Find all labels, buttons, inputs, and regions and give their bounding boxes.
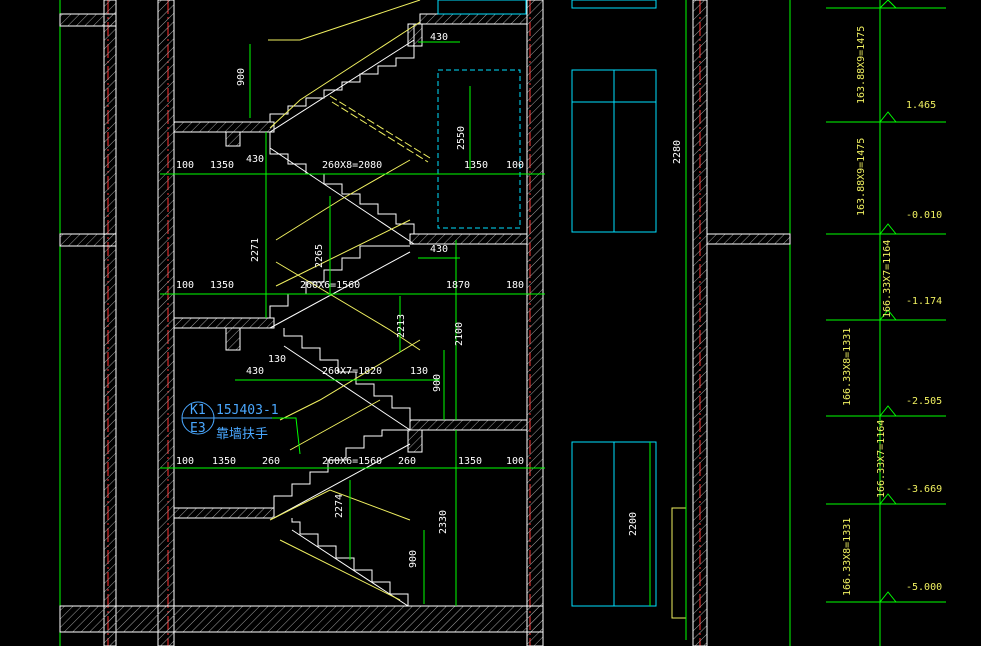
riser-label: 166.33X7=1164: [876, 420, 887, 498]
riser-label: 166.33X7=1164: [882, 240, 893, 318]
dim-label: 100: [176, 456, 194, 467]
dim-label: 1870: [446, 280, 470, 291]
handrail-annotation: K1 E3 15J403-1 靠墙扶手: [181, 401, 279, 442]
dim-label: 2213: [396, 314, 407, 338]
dim-label: 2274: [334, 494, 345, 518]
riser-label: 163.88X9=1475: [856, 138, 867, 216]
stair-flights: [269, 24, 415, 607]
dim-label: 180: [506, 280, 524, 291]
dim-label: 260X6=1560: [300, 280, 360, 291]
level-labels: 163.88X9=1475 1.465 163.88X9=1475 -0.010…: [842, 26, 942, 596]
dim-label: 900: [236, 68, 247, 86]
dim-label: 430: [246, 366, 264, 377]
elevation-label: -5.000: [906, 582, 942, 593]
dim-label: 260X6=1560: [322, 456, 382, 467]
dim-label: 2271: [250, 238, 261, 262]
riser-label: 166.33X8=1331: [842, 518, 853, 596]
dim-label: 100: [176, 280, 194, 291]
annotation-sheet: E3: [190, 421, 206, 436]
elevation-label: -2.505: [906, 396, 942, 407]
riser-label: 166.33X8=1331: [842, 328, 853, 406]
handrails: [268, 0, 431, 601]
dim-label: 2100: [454, 322, 465, 346]
dim-label: 430: [246, 154, 264, 165]
dim-label: 100: [506, 160, 524, 171]
elevation-label: -1.174: [906, 296, 942, 307]
elevation-label: -0.010: [906, 210, 942, 221]
elevation-label: 1.465: [906, 100, 936, 111]
dim-label: 260X8=2080: [322, 160, 382, 171]
dimension-labels: 430 900 2550 100 1350 430 260X8=2080 135…: [176, 32, 683, 568]
dim-label: 100: [506, 456, 524, 467]
dim-label: 100: [176, 160, 194, 171]
walls: [59, 0, 791, 646]
dim-label: 1350: [464, 160, 488, 171]
annotation-reference: 15J403-1: [216, 403, 279, 418]
dim-label: 1350: [210, 160, 234, 171]
annotation-index: K1: [190, 403, 206, 418]
windows: [437, 0, 687, 619]
dim-label: 260: [398, 456, 416, 467]
dim-label: 260X7=1820: [322, 366, 382, 377]
dim-label: 2550: [456, 126, 467, 150]
dim-label: 1350: [458, 456, 482, 467]
dim-label: 900: [432, 374, 443, 392]
dim-label: 430: [430, 32, 448, 43]
dim-label: 2280: [672, 140, 683, 164]
riser-label: 163.88X9=1475: [856, 26, 867, 104]
dim-label: 2200: [628, 512, 639, 536]
dim-label: 430: [430, 244, 448, 255]
dim-label: 900: [408, 550, 419, 568]
dimension-lines: [160, 0, 946, 646]
dim-label: 1350: [212, 456, 236, 467]
annotation-label: 靠墙扶手: [216, 427, 268, 442]
dim-label: 2330: [438, 510, 449, 534]
elevation-label: -3.669: [906, 484, 942, 495]
dim-label: 260: [262, 456, 280, 467]
dim-label: 2265: [314, 244, 325, 268]
dim-label: 130: [410, 366, 428, 377]
dim-label: 130: [268, 354, 286, 365]
dim-label: 1350: [210, 280, 234, 291]
